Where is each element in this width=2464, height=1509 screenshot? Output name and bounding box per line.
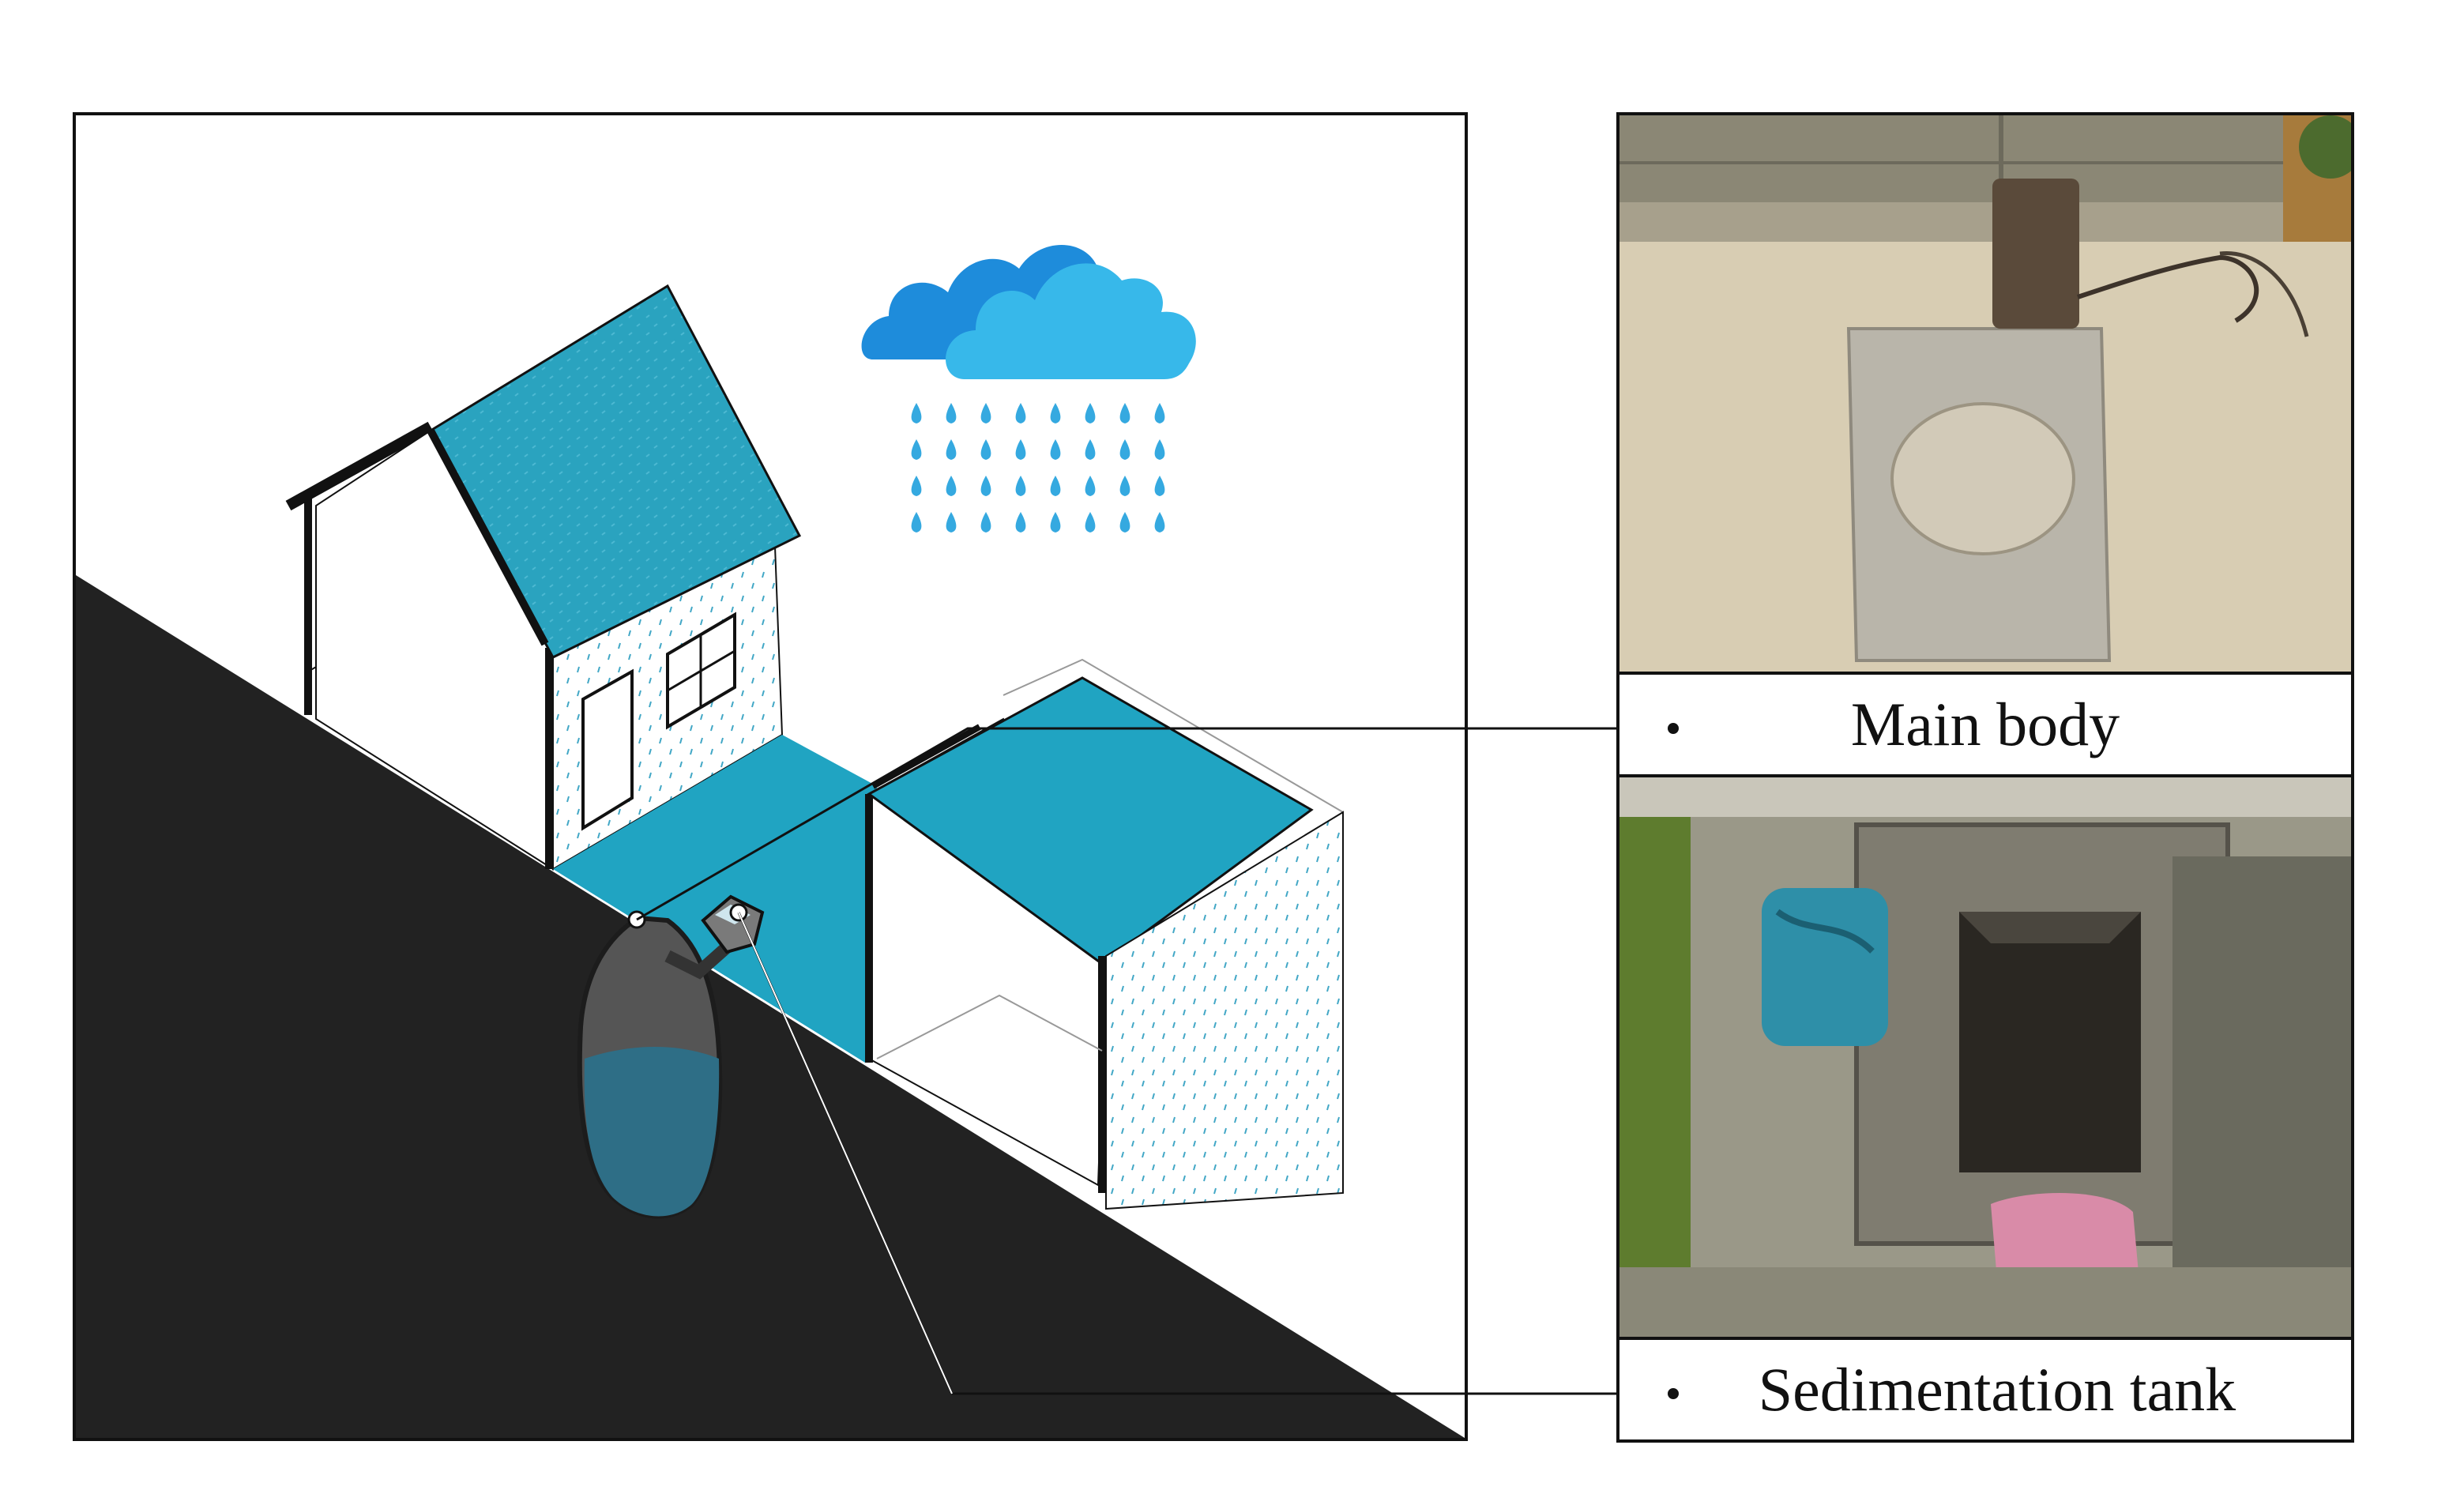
raindrop-icon [980, 439, 991, 460]
raindrop-icon [1154, 476, 1165, 496]
raindrop-icon [1015, 476, 1026, 496]
raindrop-icon [980, 403, 991, 423]
underground-well [577, 915, 723, 1219]
house-window [666, 612, 736, 730]
ground-slope [76, 575, 1465, 1438]
raindrop-icon [911, 512, 922, 532]
raindrop-icon [1050, 512, 1061, 532]
sedimentation-box [701, 894, 765, 954]
raindrop-icon [946, 439, 957, 460]
main-body-photo [1616, 112, 2354, 675]
house-door [581, 668, 634, 831]
raindrop-icon [1119, 403, 1130, 423]
cistern-box [865, 658, 1344, 1210]
sedimentation-tank-label-box: Sedimentation tank [1616, 1337, 2354, 1443]
raindrop-icon [980, 476, 991, 496]
rain-cloud-icon [861, 245, 1196, 379]
sedimentation-tank-label: Sedimentation tank [1758, 1355, 2236, 1424]
sedimentation-tank-photo [1616, 774, 2354, 1340]
raindrop-icon [911, 403, 1165, 532]
raindrop-icon [1015, 403, 1026, 423]
raindrop-icon [1085, 512, 1096, 532]
raindrop-icon [911, 403, 922, 423]
raindrop-icon [1154, 439, 1165, 460]
raindrop-icon [946, 403, 957, 423]
raindrop-icon [1085, 403, 1096, 423]
raindrop-icon [1050, 403, 1061, 423]
raindrop-icon [1050, 439, 1061, 460]
raindrop-icon [1154, 403, 1165, 423]
raindrop-icon [1119, 512, 1130, 532]
raindrop-icon [1119, 439, 1130, 460]
raindrop-icon [946, 512, 957, 532]
raindrop-icon [1085, 476, 1096, 496]
raindrop-icon [946, 476, 957, 496]
raindrop-icon [911, 439, 922, 460]
main-body-label: Main body [1850, 690, 2120, 758]
raindrop-icon [1119, 476, 1130, 496]
main-body-bullet [1668, 723, 1679, 734]
raindrop-icon [1050, 476, 1061, 496]
raindrop-icon [1015, 439, 1026, 460]
courtyard-water [553, 735, 877, 1063]
raindrop-icon [1154, 512, 1165, 532]
raindrop-icon [1085, 439, 1096, 460]
raindrop-icon [1015, 512, 1026, 532]
main-body-leader [636, 727, 1673, 921]
main-body-label-box: Main body [1616, 672, 2354, 777]
connecting-pipe [664, 935, 739, 980]
sedimentation-tank-bullet [1668, 1388, 1679, 1399]
raindrop-icon [911, 476, 922, 496]
raindrop-icon [980, 512, 991, 532]
